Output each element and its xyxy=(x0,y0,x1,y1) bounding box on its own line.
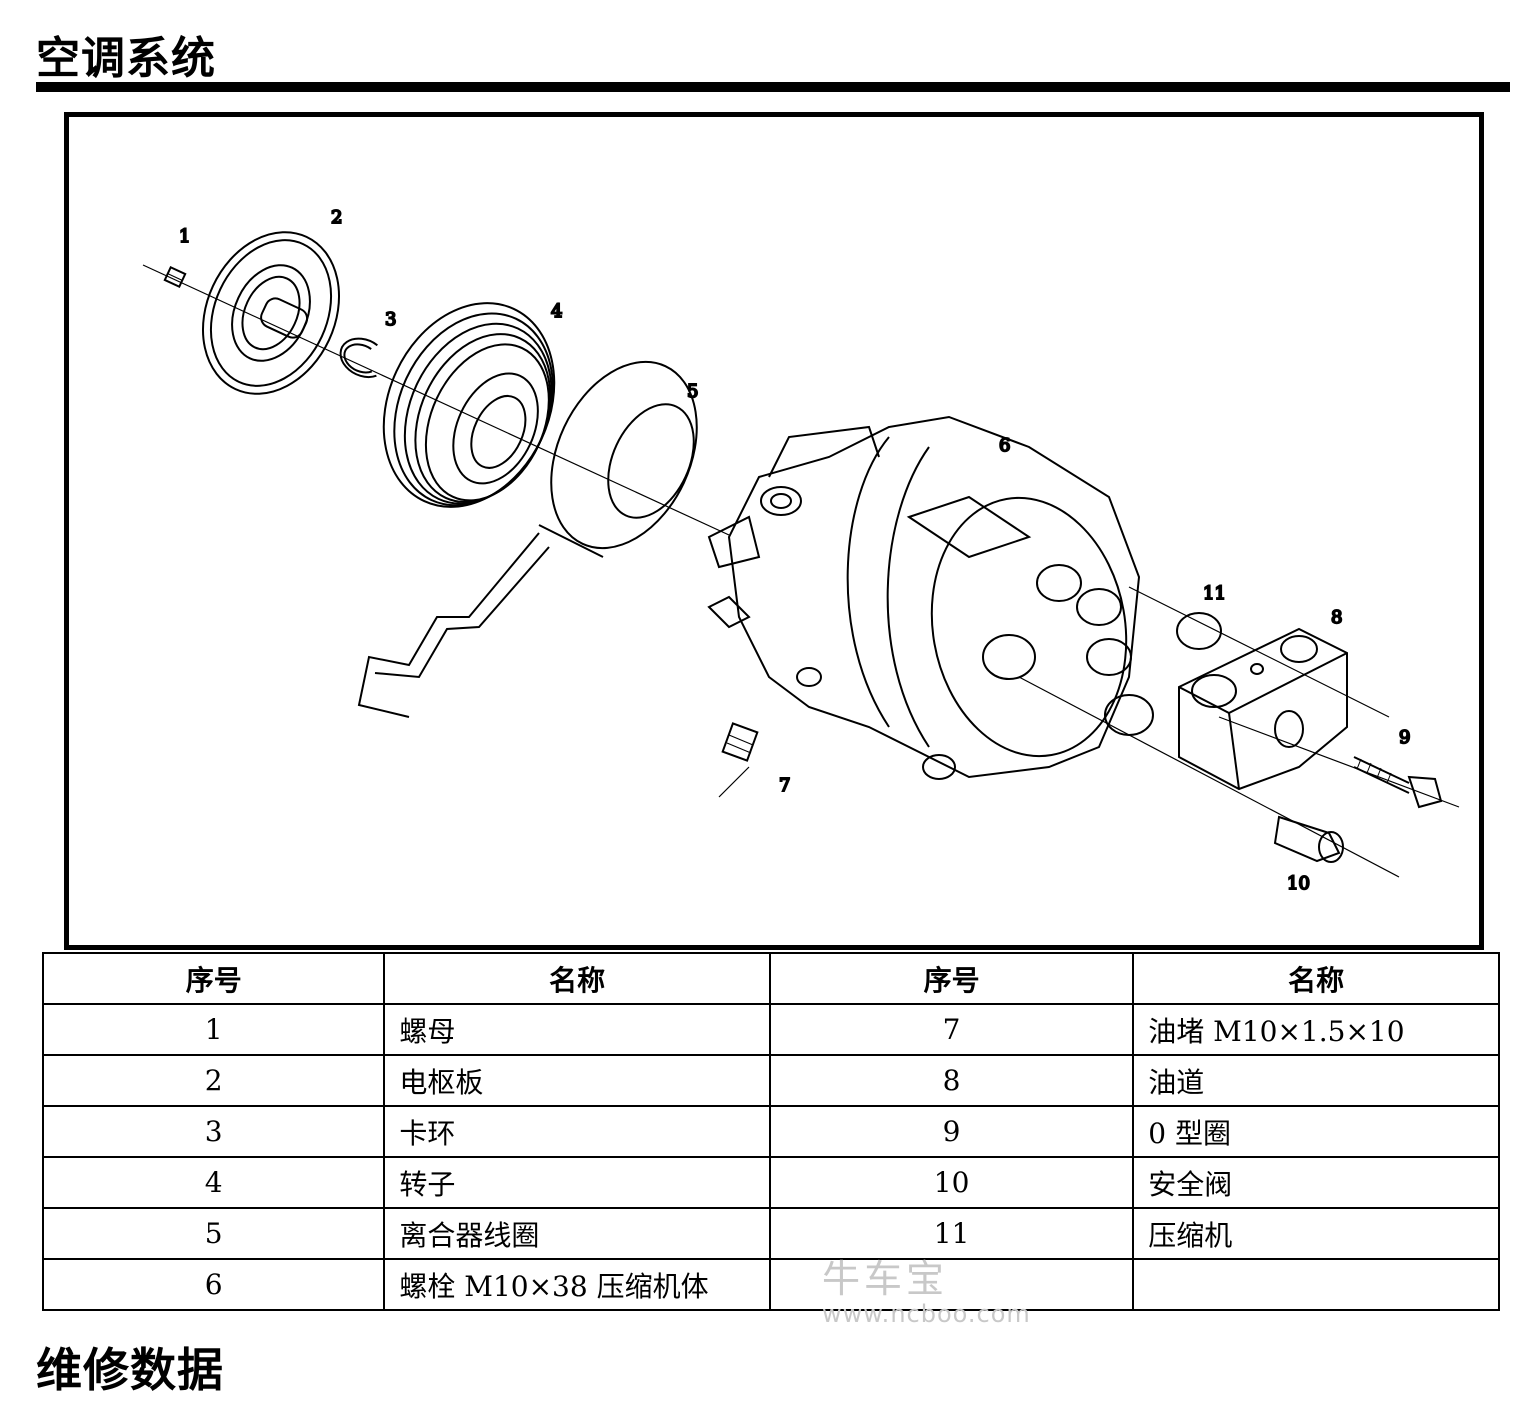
callout-7: 7 xyxy=(779,775,790,796)
clutch-coil-part xyxy=(357,360,698,718)
callout-10: 10 xyxy=(1287,873,1310,894)
table-row: 1 螺母 7 油堵 M10×1.5×10 xyxy=(41,1003,1500,1056)
header-index-2: 序号 xyxy=(768,952,1135,1005)
title-rule xyxy=(36,82,1510,92)
snap-ring-part xyxy=(339,337,378,379)
table-header-row: 序号 名称 序号 名称 xyxy=(41,952,1500,1005)
cell-name: 电枢板 xyxy=(383,1054,771,1107)
header-name: 名称 xyxy=(383,952,771,1005)
callout-6: 6 xyxy=(999,435,1010,456)
table-row: 6 螺栓 M10×38 压缩机体 xyxy=(41,1258,1500,1311)
cell-index: 2 xyxy=(41,1054,386,1107)
callout-8: 8 xyxy=(1331,607,1342,628)
axis-line-rear-1 xyxy=(1128,586,1390,718)
cell-name: 卡环 xyxy=(383,1105,771,1158)
cell-name: 螺母 xyxy=(383,1003,771,1056)
header-index: 序号 xyxy=(41,952,386,1005)
cell-index: 10 xyxy=(768,1156,1135,1209)
callout-3: 3 xyxy=(385,309,396,330)
nut-part xyxy=(163,265,187,289)
callout-1: 1 xyxy=(179,226,190,247)
table-row: 2 电枢板 8 油道 xyxy=(41,1054,1500,1107)
axis-line-rear-2 xyxy=(1018,676,1400,878)
callout-5: 5 xyxy=(687,381,698,402)
cell-index: 5 xyxy=(41,1207,386,1260)
cell-index: 4 xyxy=(41,1156,386,1209)
rotor-pulley-part xyxy=(382,302,556,508)
cell-index: 6 xyxy=(41,1258,386,1311)
exploded-diagram-frame: 1 2 3 4 5 6 7 8 9 10 11 xyxy=(64,112,1484,950)
cell-index xyxy=(768,1258,1135,1311)
oil-plug-part xyxy=(718,722,759,798)
watermark-url: www.ncboo.com xyxy=(822,1300,1031,1328)
cell-index: 9 xyxy=(768,1105,1135,1158)
cell-index: 7 xyxy=(768,1003,1135,1056)
cell-name: 转子 xyxy=(383,1156,771,1209)
cell-name: 压缩机 xyxy=(1132,1207,1500,1260)
page-title: 空调系统 xyxy=(36,33,216,84)
cell-name: 螺栓 M10×38 压缩机体 xyxy=(383,1258,771,1311)
watermark-logo-text: 牛车宝 xyxy=(822,1257,949,1301)
armature-plate-part xyxy=(201,231,341,395)
section-title: 维修数据 xyxy=(36,1343,224,1397)
axis-line-rear-3 xyxy=(1218,716,1460,808)
compressor-body-part xyxy=(707,415,1141,780)
parts-table: 序号 名称 序号 名称 1 螺母 7 油堵 M10×1.5×10 2 电枢板 8… xyxy=(41,952,1500,1311)
header-name-2: 名称 xyxy=(1132,952,1500,1005)
table-row: 5 离合器线圈 11 压缩机 xyxy=(41,1207,1500,1260)
cell-index: 11 xyxy=(768,1207,1135,1260)
oil-passage-part xyxy=(1178,627,1348,791)
table-row: 4 转子 10 安全阀 xyxy=(41,1156,1500,1209)
cell-name: 0 型圈 xyxy=(1132,1105,1500,1158)
table-row: 3 卡环 9 0 型圈 xyxy=(41,1105,1500,1158)
cell-name xyxy=(1132,1258,1500,1311)
callout-2: 2 xyxy=(331,207,342,228)
bolt-part xyxy=(1353,756,1443,809)
compressor-exploded-diagram: 1 2 3 4 5 6 7 8 9 10 11 xyxy=(142,206,1460,895)
cell-index: 3 xyxy=(41,1105,386,1158)
cell-name: 油堵 M10×1.5×10 xyxy=(1132,1003,1500,1056)
safety-valve-part xyxy=(1273,815,1344,863)
cell-name: 离合器线圈 xyxy=(383,1207,771,1260)
cell-name: 安全阀 xyxy=(1132,1156,1500,1209)
o-ring-part xyxy=(1176,612,1222,650)
cell-index: 1 xyxy=(41,1003,386,1056)
callout-9: 9 xyxy=(1399,727,1410,748)
callout-11: 11 xyxy=(1203,583,1226,604)
o-ring-part-2 xyxy=(1104,694,1154,736)
cell-index: 8 xyxy=(768,1054,1135,1107)
callout-4: 4 xyxy=(551,301,562,322)
cell-name: 油道 xyxy=(1132,1054,1500,1107)
